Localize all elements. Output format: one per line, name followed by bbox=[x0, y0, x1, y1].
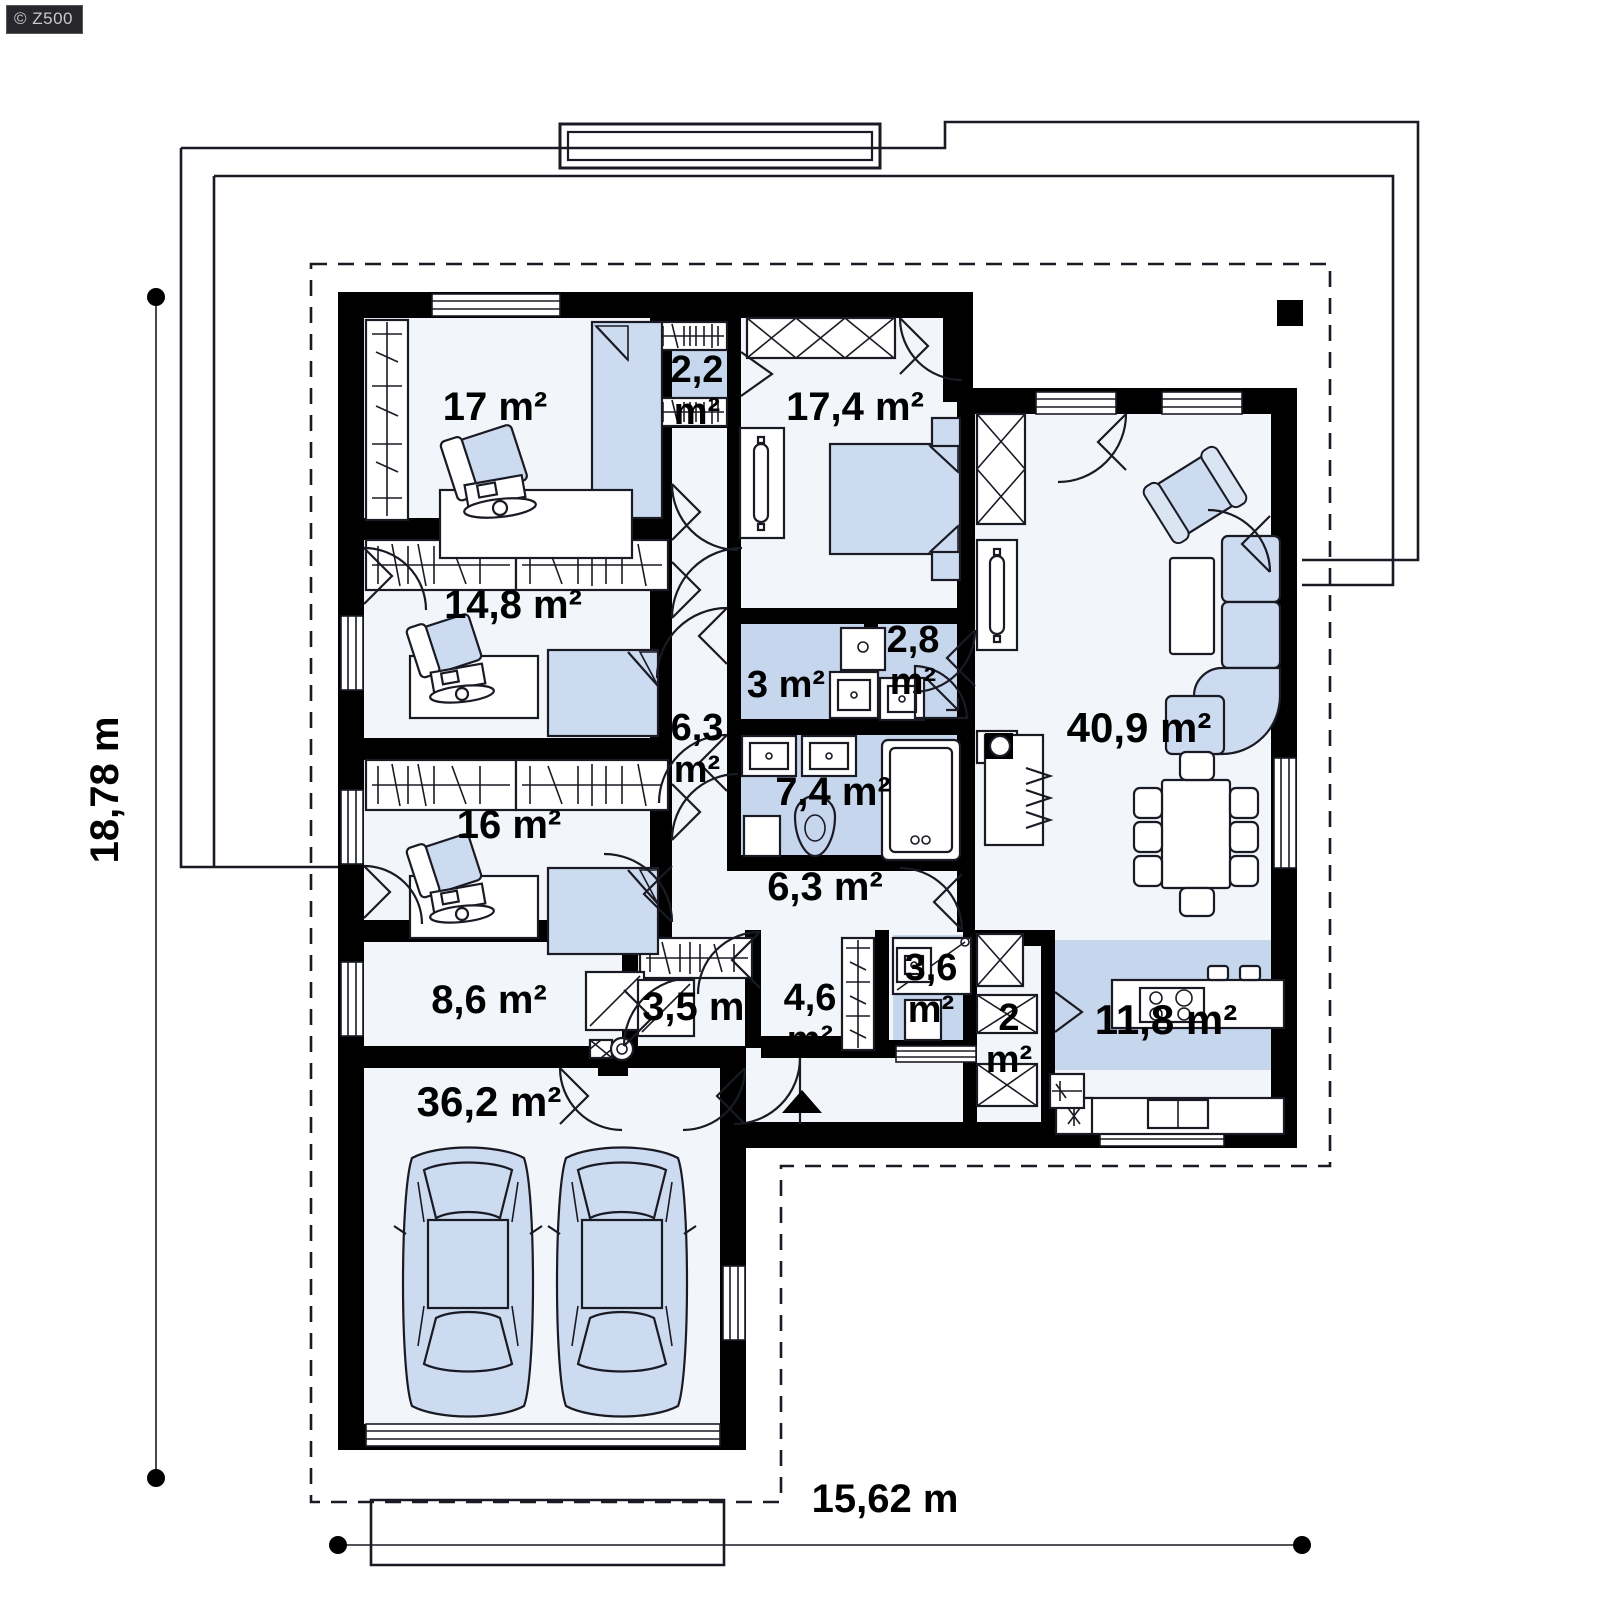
dimension-frames bbox=[147, 120, 1420, 1567]
radiator-symbols bbox=[364, 318, 876, 1052]
dining-set bbox=[1132, 750, 1260, 918]
overall-width-label: 15,62 m bbox=[812, 1477, 959, 1521]
room-label: 8,6 m² bbox=[431, 978, 547, 1022]
chair bbox=[1178, 886, 1216, 918]
dim-endpoint-dot bbox=[329, 1536, 347, 1554]
bed bbox=[546, 648, 660, 738]
room-label: 36,2 m² bbox=[417, 1078, 562, 1125]
room-label: m² bbox=[908, 989, 954, 1031]
bed bbox=[590, 320, 664, 520]
double-bed bbox=[828, 442, 962, 556]
chair bbox=[1228, 786, 1260, 820]
desk-accessories bbox=[429, 882, 495, 924]
room-label: 3 m² bbox=[747, 664, 825, 706]
room-label: m² bbox=[674, 391, 720, 433]
nightstand bbox=[930, 416, 962, 448]
toilet bbox=[793, 794, 837, 858]
roof-outline-dashed bbox=[309, 262, 1332, 1504]
chair bbox=[1178, 750, 1216, 782]
chair bbox=[1132, 820, 1164, 854]
sectional-sofa bbox=[1164, 534, 1282, 756]
room-label: 3,6 bbox=[905, 947, 958, 989]
dim-endpoint-dot bbox=[147, 1469, 165, 1487]
area-labels: 17 m² 2,2 m² 17,4 m² 14,8 m² 3 m² 2,8 m²… bbox=[417, 349, 1238, 1125]
coffee-table bbox=[1168, 556, 1216, 656]
room-label: 6,3 m² bbox=[767, 865, 883, 909]
overall-height-label: 18,78 m bbox=[83, 717, 127, 864]
dim-endpoint-dot bbox=[147, 288, 165, 306]
chair bbox=[1132, 786, 1164, 820]
fireplace bbox=[983, 733, 1054, 847]
chair bbox=[1228, 854, 1260, 888]
dining-table bbox=[1160, 778, 1232, 890]
desk-accessories bbox=[463, 473, 537, 519]
watermark-z500: © Z500 bbox=[6, 5, 83, 34]
room-label: 40,9 m² bbox=[1067, 704, 1212, 751]
room-label: 3,5 m² bbox=[642, 985, 758, 1029]
room-label: 16 m² bbox=[457, 803, 562, 847]
room-label: 11,8 m² bbox=[1095, 996, 1237, 1043]
bed bbox=[546, 866, 660, 956]
shower-tray bbox=[913, 664, 969, 720]
wardrobes bbox=[745, 316, 1039, 1108]
room-label: 4,6 bbox=[784, 977, 837, 1019]
car-left bbox=[393, 1146, 543, 1418]
room-label: m² bbox=[890, 661, 936, 703]
toilet bbox=[839, 626, 887, 672]
room-label: 2,2 bbox=[671, 349, 724, 391]
door-swings bbox=[363, 317, 1272, 1132]
cooktop bbox=[1138, 986, 1206, 1024]
room-label: 2 bbox=[998, 997, 1019, 1039]
sink-small bbox=[588, 1036, 635, 1062]
desk-accessories bbox=[429, 662, 495, 704]
nightstand bbox=[930, 550, 962, 582]
room-label: 14,8 m² bbox=[444, 583, 582, 627]
water-heater bbox=[903, 998, 943, 1042]
room-label: m² bbox=[674, 749, 720, 791]
windows bbox=[340, 293, 1297, 1341]
dim-endpoint-dot bbox=[1293, 1536, 1311, 1554]
room-label: m² bbox=[986, 1039, 1032, 1081]
car-right bbox=[547, 1146, 697, 1418]
room-label: 6,3 bbox=[671, 707, 724, 749]
chair bbox=[1132, 854, 1164, 888]
dimension-labels: 18,78 m 15,62 m bbox=[83, 717, 958, 1521]
armchair bbox=[1142, 445, 1248, 545]
room-label: m² bbox=[787, 1019, 833, 1061]
bidet bbox=[742, 814, 782, 858]
furniture bbox=[365, 320, 1286, 1447]
room-label: 2,8 bbox=[887, 619, 940, 661]
room-label: 17 m² bbox=[443, 385, 548, 429]
chair bbox=[1228, 820, 1260, 854]
room-label: 17,4 m² bbox=[786, 385, 924, 429]
room-label: 7,4 m² bbox=[775, 770, 891, 814]
